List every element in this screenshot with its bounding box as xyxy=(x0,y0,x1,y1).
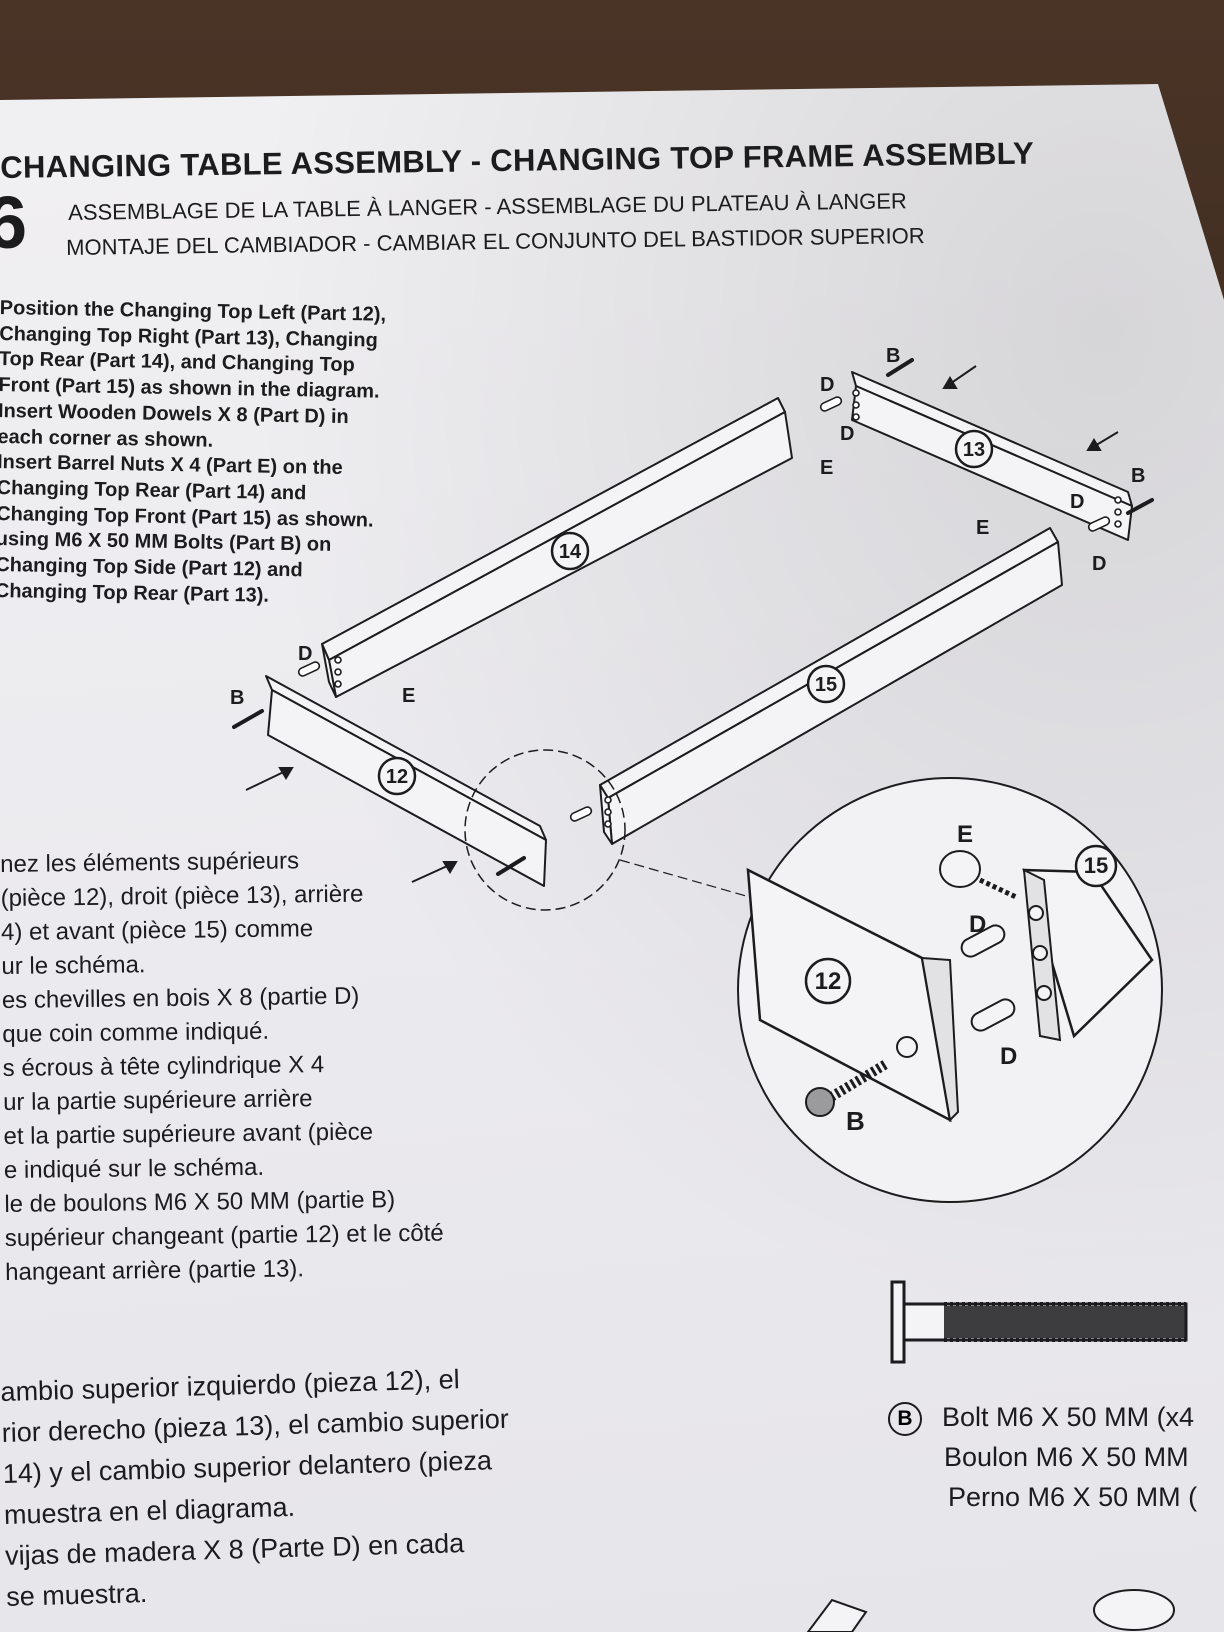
hardware-label-es: Perno M6 X 50 MM ( xyxy=(948,1482,1198,1512)
svg-text:D: D xyxy=(969,911,986,938)
part-12-number: 12 xyxy=(386,766,408,788)
svg-text:D: D xyxy=(1070,491,1084,513)
part-12-badge xyxy=(377,756,417,796)
part-12-detail-badge xyxy=(804,957,852,1005)
part-15-detail-number: 15 xyxy=(1084,853,1108,878)
part-14-badge xyxy=(550,531,590,571)
partial-hardware-illustration xyxy=(806,1589,1175,1632)
step-number: 6 xyxy=(0,181,28,264)
svg-text:E: E xyxy=(957,821,973,848)
svg-text:D: D xyxy=(820,374,834,396)
svg-text:B: B xyxy=(1131,465,1145,487)
svg-text:E: E xyxy=(402,685,415,707)
svg-text:E: E xyxy=(820,457,833,479)
detail-callout xyxy=(737,777,1163,1203)
hardware-label-en: Bolt M6 X 50 MM (x4 xyxy=(942,1402,1195,1432)
part-15-detail-badge xyxy=(1074,844,1118,888)
svg-text:D: D xyxy=(840,423,854,445)
part-12-detail-number: 12 xyxy=(815,968,842,995)
rail-part-13 xyxy=(851,371,1133,541)
svg-text:B: B xyxy=(846,1106,865,1136)
svg-text:B: B xyxy=(230,687,244,709)
svg-text:D: D xyxy=(1092,553,1106,575)
hardware-badge-b: B xyxy=(888,1402,922,1436)
svg-text:D: D xyxy=(1000,1043,1017,1070)
svg-text:E: E xyxy=(976,517,989,539)
svg-text:D: D xyxy=(298,643,312,665)
hardware-label-fr: Boulon M6 X 50 MM xyxy=(944,1442,1189,1472)
part-15-badge xyxy=(806,664,846,704)
svg-text:B: B xyxy=(886,345,900,367)
part-15-number: 15 xyxy=(815,674,837,696)
bolt-illustration xyxy=(890,1280,1188,1364)
part-13-number: 13 xyxy=(963,439,985,461)
part-13-badge xyxy=(954,429,994,469)
part-14-number: 14 xyxy=(559,541,582,563)
